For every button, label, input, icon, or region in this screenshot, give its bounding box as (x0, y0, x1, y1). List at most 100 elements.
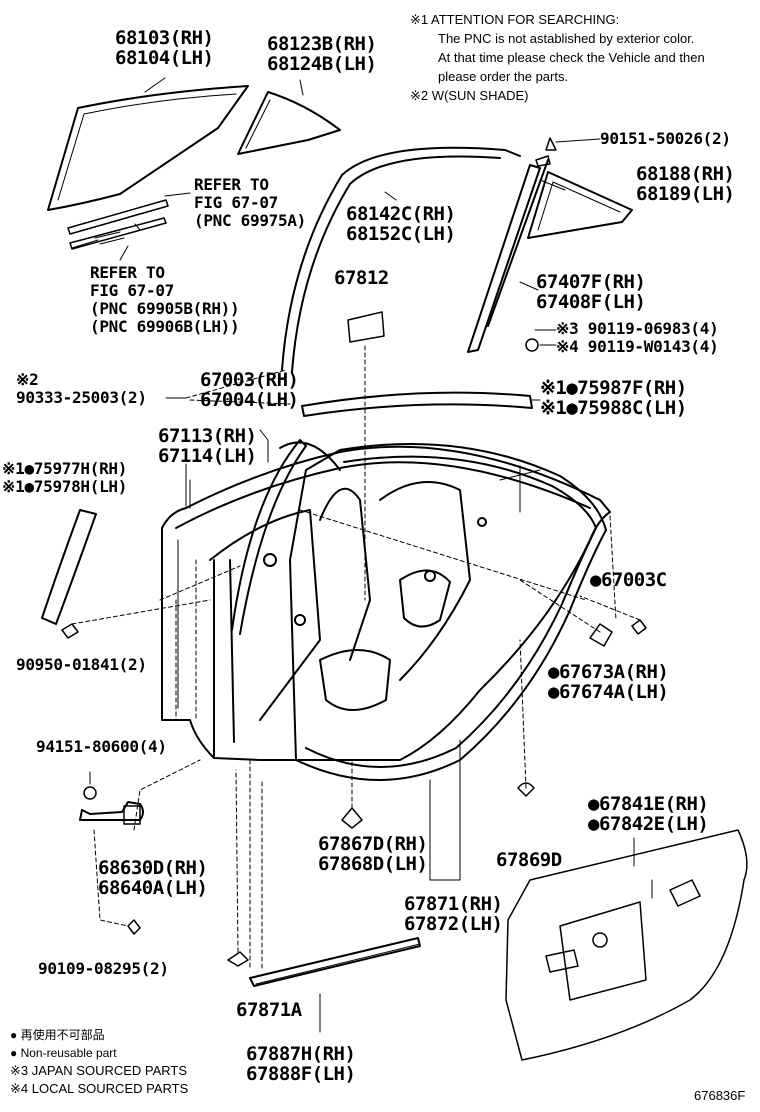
part-glass-quarter[interactable]: 68123B(RH) 68124B(LH) (267, 33, 377, 75)
attention-line-3: please order the parts. (438, 69, 569, 84)
part-door-panel[interactable]: 67003(RH) 67004(LH) (200, 369, 299, 411)
part-number-rh: 68103(RH) (115, 27, 214, 49)
refer-line-1: REFER TO (194, 175, 269, 194)
attention-title: ※1 ATTENTION FOR SEARCHING: (410, 12, 620, 27)
part-number-rh: 68142C(RH) (346, 203, 456, 225)
part-number-rh: ●67673A(RH) (548, 661, 669, 683)
legend: ● 再使用不可部品 ● Non-reusable part ※3 JAPAN S… (10, 1026, 188, 1098)
part-number-lh: 67888F(LH) (246, 1063, 356, 1085)
part-number-lh: 68152C(LH) (346, 223, 456, 245)
part-number-rh: ※1●75987F(RH) (540, 377, 687, 399)
attention-line-2: At that time please check the Vehicle an… (438, 50, 705, 65)
part-number-rh: 67871(RH) (404, 893, 503, 915)
dashed-reference-lines (71, 345, 641, 971)
part-number-lh: 68189(LH) (636, 183, 735, 205)
legend-japan-sourced: ※3 JAPAN SOURCED PARTS (10, 1063, 188, 1078)
refer-to-a[interactable]: REFER TO FIG 67-07 (PNC 69975A) (194, 176, 306, 230)
clip-illustrations (61, 619, 647, 647)
door-check-illustration (79, 786, 144, 935)
pad-illustration (347, 311, 385, 343)
part-number-rh: ●67841E(RH) (588, 793, 709, 815)
run-channel-illustration (281, 146, 521, 373)
part-bolt-check[interactable]: 94151-80600(4) (36, 737, 167, 756)
part-number-lh: 67408F(LH) (536, 291, 646, 313)
part-number-lh: ●67674A(LH) (548, 681, 669, 703)
refer-line-3: (PNC 69905B(RH)) (90, 299, 240, 318)
belt-moulding-strips (67, 199, 169, 250)
part-clip-d[interactable]: 67871A (236, 999, 302, 1021)
attention-line-1: The PNC is not astablished by exterior c… (438, 31, 695, 46)
part-clip-a[interactable]: 90950-01841(2) (16, 655, 147, 674)
pillar-garnish-illustration (41, 509, 97, 625)
part-number-lh: 67004(LH) (200, 389, 299, 411)
small-quarter-glass-illustration (527, 171, 633, 239)
fastener-local: ※4 90119-W0143(4) (556, 337, 719, 356)
fastener-japan: ※3 90119-06983(4) (556, 319, 719, 338)
quarter-glass-illustration (237, 91, 341, 155)
part-number-lh: 67868D(LH) (318, 853, 428, 875)
part-number-rh: 67887H(RH) (246, 1043, 356, 1065)
part-service-hole-cover[interactable]: ●67841E(RH) ●67842E(LH) (588, 793, 709, 835)
part-door-check[interactable]: 68630D(RH) 68640A(LH) (98, 857, 208, 899)
sunshade-note: ※2 W(SUN SHADE) (410, 88, 529, 103)
note2-ref: ※2 (16, 370, 39, 389)
part-number-rh: 67003(RH) (200, 369, 299, 391)
service-hole-cover-illustration (505, 829, 748, 1061)
part-number-lh: 67872(LH) (404, 913, 503, 935)
part-number-lh: ※1●75978H(LH) (2, 477, 128, 496)
part-number-rh: 68630D(RH) (98, 857, 208, 879)
bottom-clips-illustration (227, 782, 535, 967)
part-cushion[interactable]: ●67673A(RH) ●67674A(LH) (548, 661, 669, 703)
leader-lines (89, 77, 635, 1033)
part-glass-main[interactable]: 68103(RH) 68104(LH) (115, 27, 214, 69)
part-pad[interactable]: 67812 (334, 267, 389, 289)
part-number-rh: 67867D(RH) (318, 833, 428, 855)
division-bar-illustration (467, 159, 549, 353)
part-pillar-garnish[interactable]: ※1●75977H(RH) ※1●75978H(LH) (2, 460, 127, 496)
part-screw-top[interactable]: 90151-50026(2) (600, 129, 731, 148)
refer-line-1: REFER TO (90, 263, 165, 282)
part-number-rh: ※1●75977H(RH) (2, 459, 128, 478)
part-number-lh: 68124B(LH) (267, 53, 377, 75)
part-small-glass[interactable]: 68188(RH) 68189(LH) (636, 163, 735, 205)
part-clip-c[interactable]: 67869D (496, 849, 562, 871)
lower-strip-illustration (249, 937, 421, 987)
refer-line-4: (PNC 69906B(LH)) (90, 317, 240, 336)
part-number-lh: ※1●75988C(LH) (540, 397, 687, 419)
legend-local-sourced: ※4 LOCAL SOURCED PARTS (10, 1081, 189, 1096)
refer-line-3: (PNC 69975A) (194, 211, 306, 230)
legend-jp: ● 再使用不可部品 (10, 1028, 105, 1042)
part-belt-outer[interactable]: ※1●75987F(RH) ※1●75988C(LH) (540, 378, 687, 418)
legend-non-reusable: ● Non-reusable part (10, 1046, 117, 1060)
part-number-lh: ●67842E(LH) (588, 813, 709, 835)
part-weatherstrip-main[interactable]: 67871(RH) 67872(LH) (404, 893, 503, 935)
screw-illustration (525, 137, 601, 352)
part-sunshade[interactable]: 90333-25003(2) (16, 388, 147, 407)
door-glass-illustration (47, 85, 249, 211)
part-run-channel[interactable]: 68142C(RH) 68152C(LH) (346, 203, 456, 245)
belt-outer-illustration (301, 391, 541, 417)
part-lower-strip[interactable]: 67887H(RH) 67888F(LH) (246, 1043, 356, 1085)
part-division-bar[interactable]: 67407F(RH) 67408F(LH) (536, 271, 646, 313)
part-number-rh: 67407F(RH) (536, 271, 646, 293)
part-number-lh: 67114(LH) (158, 445, 257, 467)
part-number-rh: 68188(RH) (636, 163, 735, 185)
weatherstrip-main-illustration (289, 442, 607, 781)
attention-note: ※1 ATTENTION FOR SEARCHING: The PNC is n… (410, 10, 705, 105)
part-number-rh: 68123B(RH) (267, 33, 377, 55)
figure-id: 676836F (694, 1088, 746, 1103)
weatherstrip-upper-illustration (231, 439, 341, 635)
door-panel-illustration (161, 445, 611, 761)
refer-line-2: FIG 67-07 (90, 281, 174, 300)
part-number-rh: 67113(RH) (158, 425, 257, 447)
part-plug[interactable]: ●67003C (590, 569, 667, 591)
part-clip-b[interactable]: 67867D(RH) 67868D(LH) (318, 833, 428, 875)
refer-to-b[interactable]: REFER TO FIG 67-07 (PNC 69905B(RH)) (PNC… (90, 263, 240, 336)
refer-line-2: FIG 67-07 (194, 193, 278, 212)
part-number-lh: 68104(LH) (115, 47, 214, 69)
part-number-lh: 68640A(LH) (98, 877, 208, 899)
part-fasteners[interactable]: ※3 90119-06983(4) ※4 90119-W0143(4) (556, 319, 719, 356)
part-weatherstrip-upper[interactable]: 67113(RH) 67114(LH) (158, 425, 257, 467)
part-bolt-b[interactable]: 90109-08295(2) (38, 959, 169, 978)
